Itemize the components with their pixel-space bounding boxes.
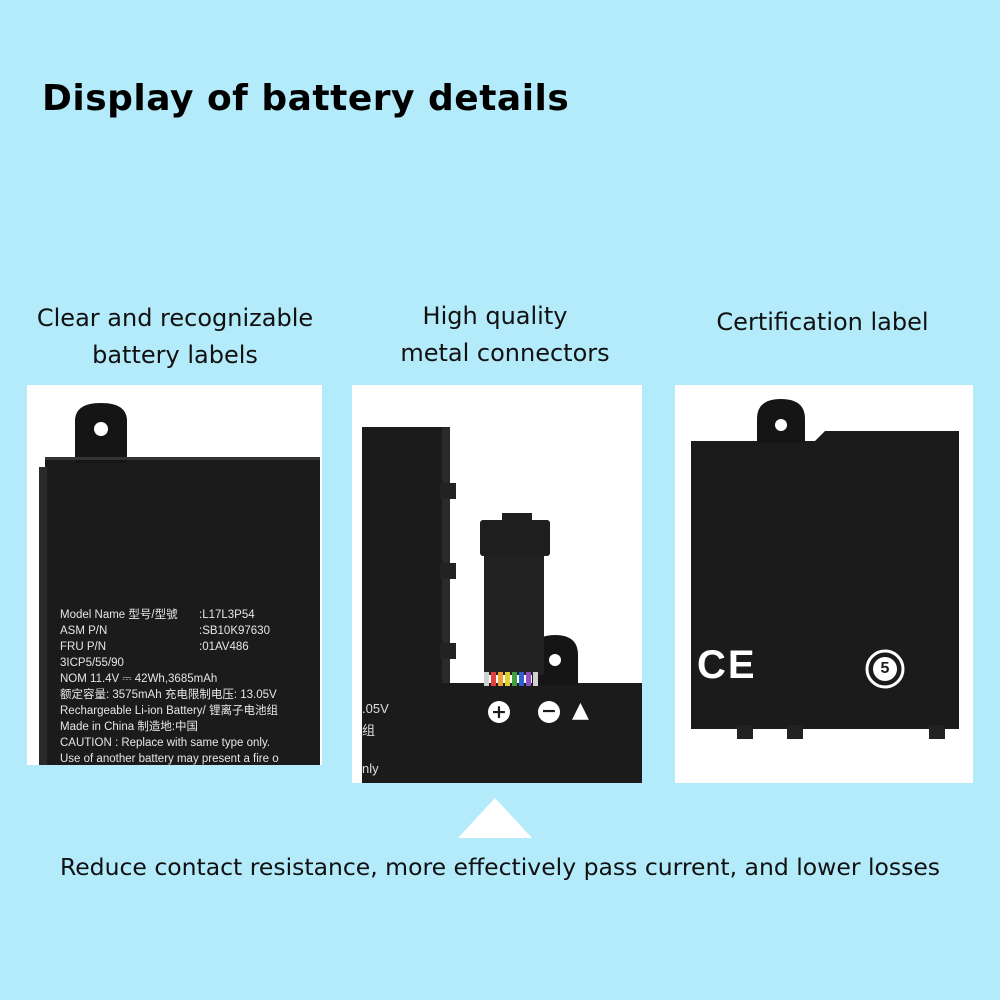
caption-middle: High quality metal connectors [380,298,630,372]
caption-left-line-2: battery labels [92,341,258,369]
caption-middle-line-1: High quality [422,302,568,330]
label-cell: 3ICP5/55/90 [60,657,124,669]
battery-label-photo: Model Name 型号/型號 ASM P/N FRU P/N :L17L3P… [27,385,322,765]
battery-body-left [39,403,320,765]
caption-left-line-1: Clear and recognizable [36,304,314,332]
ce-mark: CE [697,643,757,687]
connector-photo: .05V 组 nly + − ▲ [352,385,642,783]
connector-partial-1: .05V [362,701,389,716]
label-warning: Use of another battery may present a fir… [60,753,279,765]
connector-partial-2: 组 [362,723,376,738]
certification-photo: CE 5 [675,385,973,783]
connector-partial-3: nly [362,761,379,776]
label-type: Rechargeable Li-ion Battery/ 锂离子电池组 [60,705,278,717]
label-asm: ASM P/N [60,625,108,637]
triangle-icon: ▲ [572,698,589,723]
label-nom: NOM 11.4V ⎓ 42Wh,3685mAh [60,673,218,685]
battery-body-middle [362,427,642,783]
label-model-value: :L17L3P54 [199,609,255,621]
caption-right: Certification label [690,304,955,341]
recycle-icon: 5 [880,660,890,677]
label-fru-value: :01AV486 [199,641,249,653]
caption-right-line-1: Certification label [716,308,929,336]
bottom-description: Reduce contact resistance, more effectiv… [59,853,941,881]
page-title: Display of battery details [42,78,570,119]
label-caution: CAUTION : Replace with same type only. [60,737,271,749]
label-origin: Made in China 制造地:中国 [60,721,199,733]
up-arrow-icon [458,798,532,838]
caption-left: Clear and recognizable battery labels [20,300,330,374]
label-capacity: 额定容量: 3575mAh 充电限制电压: 13.05V [60,689,277,701]
label-asm-value: :SB10K97630 [199,625,270,637]
battery-body-right [691,399,959,739]
plus-icon: + [488,701,510,723]
caption-middle-line-2: metal connectors [400,339,610,367]
label-model: Model Name 型号/型號 [60,609,178,621]
minus-icon: − [538,701,560,723]
label-fru: FRU P/N [60,641,106,653]
